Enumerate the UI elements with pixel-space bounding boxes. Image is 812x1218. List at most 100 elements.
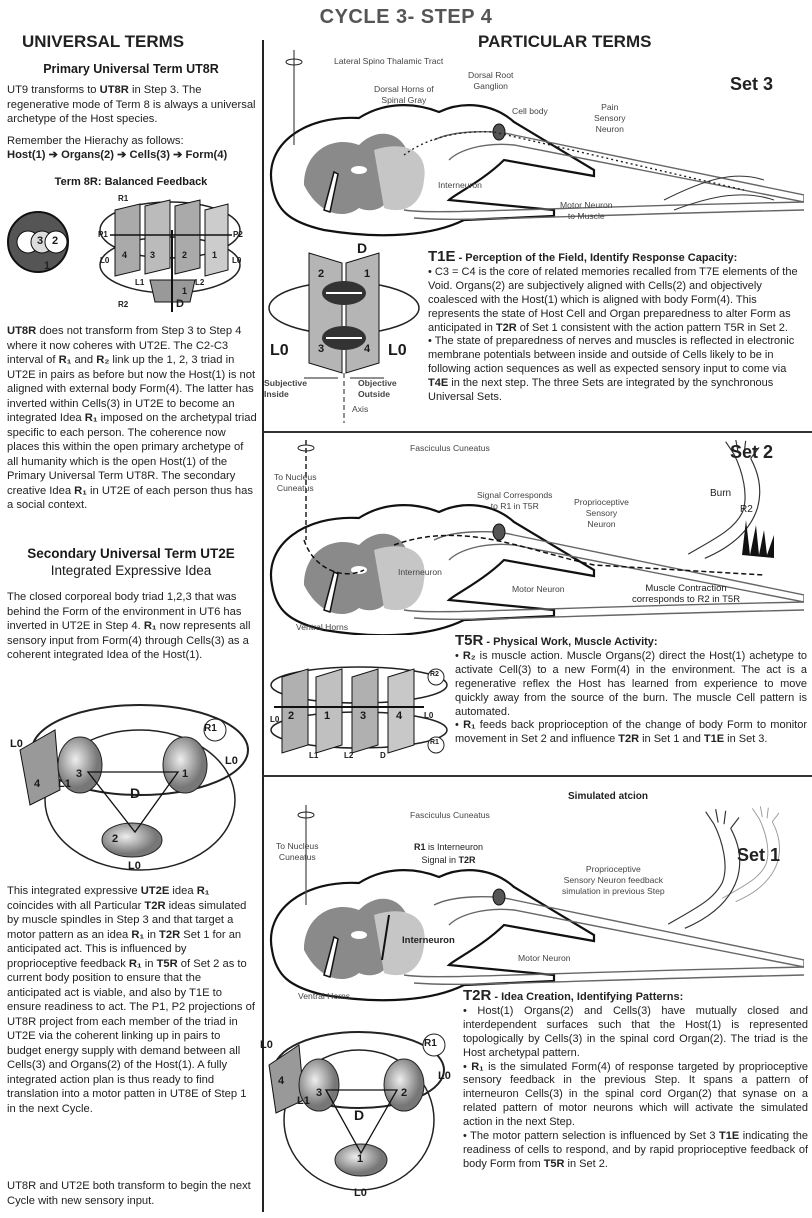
l0-label: L0 — [388, 342, 407, 359]
text-run: The closed corporeal body triad 1,2,3 th… — [7, 591, 242, 632]
l1-label: L1 — [309, 751, 319, 760]
text-run: R₁ — [74, 484, 87, 497]
text-run: Host(1) ➔ Organs(2) ➔ Cells(3) ➔ Form(4) — [7, 149, 228, 161]
motor-neuron-label: Motor Neuron — [518, 953, 571, 963]
d-label: D — [176, 298, 184, 310]
text-run: in the next step. The three Sets are int… — [428, 377, 774, 404]
fasciculus-label: Fasciculus Cuneatus — [410, 443, 490, 453]
text-run: T2R — [144, 899, 166, 912]
t2r-bullet: • Host(1) Organs(2) and Cells(3) have mu… — [463, 1005, 808, 1061]
t1e-title: - Perception of the Field, Identify Resp… — [455, 252, 738, 264]
r2-label: R2 — [430, 671, 439, 678]
universal-terms-heading: UNIVERSAL TERMS — [22, 32, 185, 51]
secondary-term-heading: Secondary Universal Term UT2E — [27, 546, 235, 561]
ventral-horns-label: Ventral Horns — [298, 991, 351, 1001]
text-run: UT9 — [7, 84, 29, 96]
r1-label: R1 — [430, 739, 439, 746]
proprioceptive-label: Proprioceptive Sensory Neuron feedback s… — [562, 864, 665, 896]
t5r-code: T5R — [455, 632, 484, 649]
l0-label: L0 — [354, 1187, 367, 1199]
text-run: • Host(1) Organs(2) and Cells(3) have mu… — [463, 1004, 808, 1059]
panel-number: 2 — [182, 250, 188, 260]
t1e-section: T1E - Perception of the Field, Identify … — [428, 248, 808, 405]
integration-paragraph: This integrated expressive UT2E idea R₁ … — [7, 884, 257, 1116]
text-run: idea — [169, 885, 197, 897]
l0-label: L0 — [100, 256, 110, 265]
triad-number: 3 — [316, 1087, 323, 1099]
burn-label: Burn — [710, 488, 732, 499]
l0-label: L0 — [270, 342, 289, 359]
panel-number: 3 — [318, 343, 325, 355]
p2-label: P2 — [233, 230, 243, 239]
t5r-section: T5R - Physical Work, Muscle Activity: • … — [455, 632, 807, 747]
panel-number: 1 — [182, 286, 188, 296]
r1-text: is Interneuron — [425, 842, 484, 852]
text-run: T1E — [703, 733, 725, 746]
interneuron-label: Interneuron — [402, 935, 455, 946]
column-divider — [262, 40, 264, 1212]
panel-number: 1 — [212, 250, 218, 260]
set1-label: Set 1 — [737, 845, 781, 865]
panel-number: 1 — [364, 268, 371, 280]
hierarchy-text: Host(1) ➔ Organs(2) ➔ Cells(3) ➔ Form(4) — [7, 148, 257, 163]
closing-paragraph: UT8R and UT2E both transform to begin th… — [7, 1179, 257, 1208]
text-run: R₁ — [131, 928, 145, 941]
text-run: T4E — [428, 377, 449, 390]
axis-label: Axis — [352, 404, 369, 414]
text-run: T2R — [159, 928, 181, 941]
pain-neuron-label: Pain Sensory Neuron — [594, 102, 626, 134]
l0-label: L0 — [225, 755, 238, 767]
triad-number: 2 — [112, 833, 119, 845]
text-run: is muscle action. Muscle Organs(2) direc… — [455, 649, 807, 718]
proprioceptive-label: Proprioceptive Sensory Neuron — [574, 497, 629, 529]
text-run: T2R — [618, 733, 640, 746]
ganglion-label: Dorsal Root Ganglion — [468, 70, 514, 91]
set-divider — [263, 775, 812, 777]
t1e-bullet: • The state of preparedness of nerves an… — [428, 335, 808, 405]
t5r-title: - Physical Work, Muscle Activity: — [483, 636, 658, 648]
t2r-section: T2R - Idea Creation, Identifying Pattern… — [463, 987, 808, 1172]
subjective-label: Subjective Inside — [264, 378, 307, 399]
simulated-action-label: Simulated atcion — [568, 791, 649, 802]
text-run: T1E — [718, 1130, 740, 1143]
panel-number: 4 — [122, 250, 128, 260]
text-run: R₁ — [128, 957, 142, 970]
text-run: in UT2E of each person thus has a social… — [7, 484, 253, 512]
t1e-code: T1E — [428, 248, 456, 265]
text-run: link up the 1, 2, 3 triad in UT2E in pai… — [7, 354, 256, 424]
primary-term-heading: Primary Universal Term UT8R — [43, 62, 219, 76]
circle-label: 1 — [44, 260, 51, 272]
text-run: in — [144, 928, 160, 941]
text-run: and — [71, 354, 97, 366]
l1-label: L1 — [58, 778, 71, 790]
text-run: T5R — [156, 957, 178, 970]
text-run: does not transform from Step 3 to Step 4… — [7, 325, 242, 366]
r1-label: R1 — [118, 194, 129, 203]
text-run: R₂ — [96, 354, 110, 366]
text-run: UT8R — [99, 84, 129, 96]
panel-number: 2 — [288, 710, 295, 722]
tract-label: Lateral Spino Thalamic Tract — [334, 56, 444, 66]
text-run: • The motor pattern selection is influen… — [463, 1130, 719, 1143]
circle-label: 3 — [37, 235, 44, 247]
page-title: CYCLE 3- STEP 4 — [319, 6, 493, 28]
l0-label: L0 — [232, 256, 242, 265]
text-run: in Step 3. The regenerative mode of Term… — [7, 84, 256, 125]
text-run: in Set 2. — [564, 1157, 608, 1170]
text-run: Set 1 for an anticipated act. This is in… — [7, 928, 242, 970]
cell-body-label: Cell body — [512, 106, 548, 116]
text-run: • The state of preparedness of nerves an… — [428, 335, 795, 376]
set3-diagram: Lateral Spino Thalamic Tract Dorsal Horn… — [264, 50, 812, 240]
r2-label: R2 — [118, 300, 129, 309]
secondary-term-subheading: Integrated Expressive Idea — [50, 563, 212, 578]
text-run: • — [455, 649, 463, 662]
text-run: This integrated expressive — [7, 885, 141, 897]
t1e-bullet: • C3 = C4 is the core of related memorie… — [428, 266, 808, 336]
l0-label: L0 — [260, 1039, 273, 1051]
t2r-code: T2R — [463, 987, 492, 1004]
d-label: D — [130, 785, 141, 801]
l2-label: L2 — [344, 751, 354, 760]
text-run: T5R — [543, 1157, 565, 1170]
l0-label: L0 — [270, 715, 280, 724]
t2r-bullet: • The motor pattern selection is influen… — [463, 1130, 808, 1172]
